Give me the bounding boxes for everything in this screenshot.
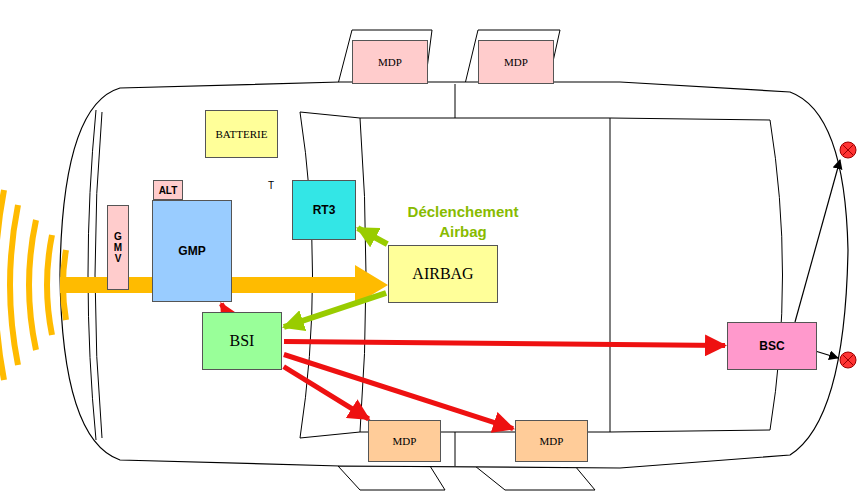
box-label: MDP	[378, 56, 402, 68]
radar-waves	[0, 190, 66, 380]
battery-box: BATTERIE	[205, 110, 278, 158]
box-label: MDP	[504, 56, 528, 68]
rear-window	[770, 120, 783, 430]
bsi-box: BSI	[202, 312, 282, 370]
door	[338, 30, 432, 84]
airbag-box: AIRBAG	[388, 245, 498, 303]
car-body	[60, 82, 848, 468]
rear-light	[840, 142, 856, 158]
roof-line	[610, 118, 611, 432]
bumper	[95, 112, 102, 438]
alternator-box: ALT	[153, 180, 183, 200]
rear-light	[840, 352, 856, 368]
box-label: ALT	[159, 185, 178, 196]
windscreen	[300, 112, 313, 438]
signal-arrow	[284, 341, 725, 345]
engine-box: GMP	[152, 200, 232, 302]
wire-arrow	[795, 160, 840, 322]
bsc-box: BSC	[727, 322, 817, 370]
mirror-module: MDP	[478, 40, 554, 84]
box-label: AIRBAG	[412, 265, 473, 283]
mirror-module: MDP	[515, 420, 588, 462]
mirror-module: MDP	[352, 40, 428, 84]
signal-arrow	[284, 367, 369, 419]
box-label: MDP	[393, 435, 417, 447]
door	[465, 30, 560, 84]
signal-arrow	[284, 355, 513, 429]
signal-arrow	[358, 228, 388, 244]
part-letter: T	[268, 180, 274, 191]
box-label: RT3	[313, 203, 336, 217]
signal-arrow	[284, 293, 386, 327]
box-label: GMP	[178, 244, 205, 258]
box-label: BSI	[230, 332, 255, 350]
box-label: BSC	[759, 339, 784, 353]
box-label: BATTERIE	[216, 128, 268, 140]
door	[338, 466, 445, 490]
box-label: GMV	[113, 231, 123, 264]
rt3-box: RT3	[292, 180, 356, 240]
fan-box: GMV	[107, 205, 129, 290]
signal-arrow	[221, 304, 225, 311]
mirror-module: MDP	[368, 420, 441, 462]
door	[475, 466, 595, 490]
box-label: MDP	[540, 435, 564, 447]
trigger-label: Déclenchement Airbag	[398, 202, 528, 242]
roof-line	[300, 112, 770, 120]
